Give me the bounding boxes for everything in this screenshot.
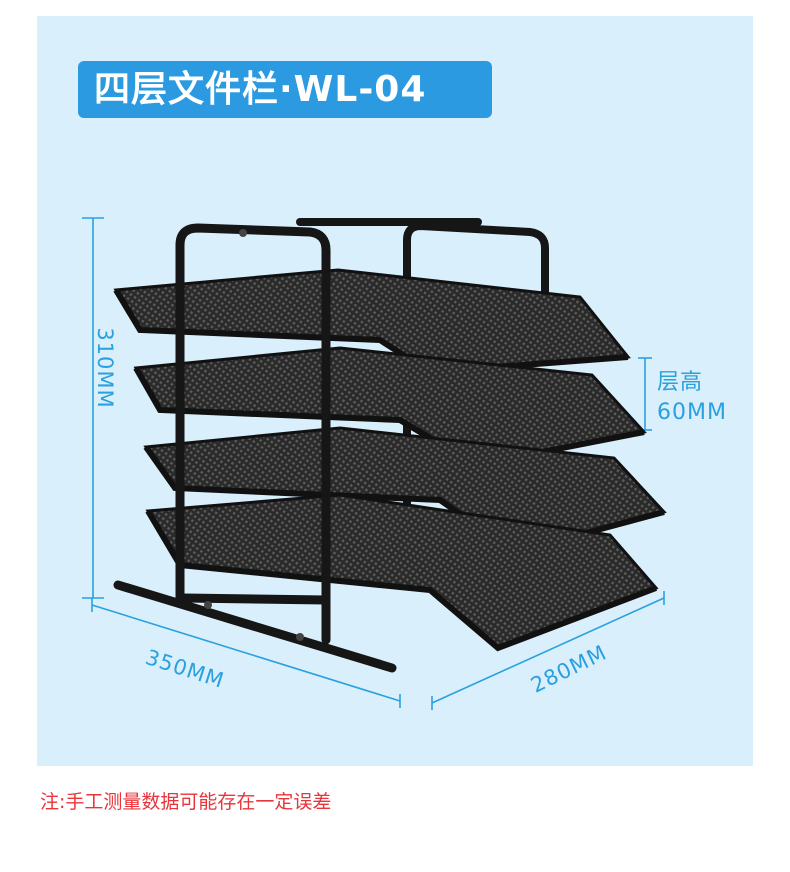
layer-height-dimension-line bbox=[638, 357, 652, 431]
layer-height-value: 60MM bbox=[657, 400, 727, 425]
layer-height-caption: 层高 bbox=[657, 370, 704, 395]
width-dimension-line bbox=[91, 598, 401, 708]
front-frame bbox=[113, 223, 397, 673]
height-dimension-line bbox=[82, 217, 104, 599]
depth-dimension-line bbox=[431, 591, 665, 710]
measurement-note: 注:手工测量数据可能存在一定误差 bbox=[40, 791, 332, 813]
product-title: 四层文件栏·WL-04 bbox=[78, 61, 492, 118]
tray-4 bbox=[145, 493, 659, 652]
height-dimension-label: 310MM bbox=[93, 327, 117, 409]
layer-height-label: 层高 60MM bbox=[657, 368, 727, 428]
back-frame bbox=[296, 218, 549, 564]
